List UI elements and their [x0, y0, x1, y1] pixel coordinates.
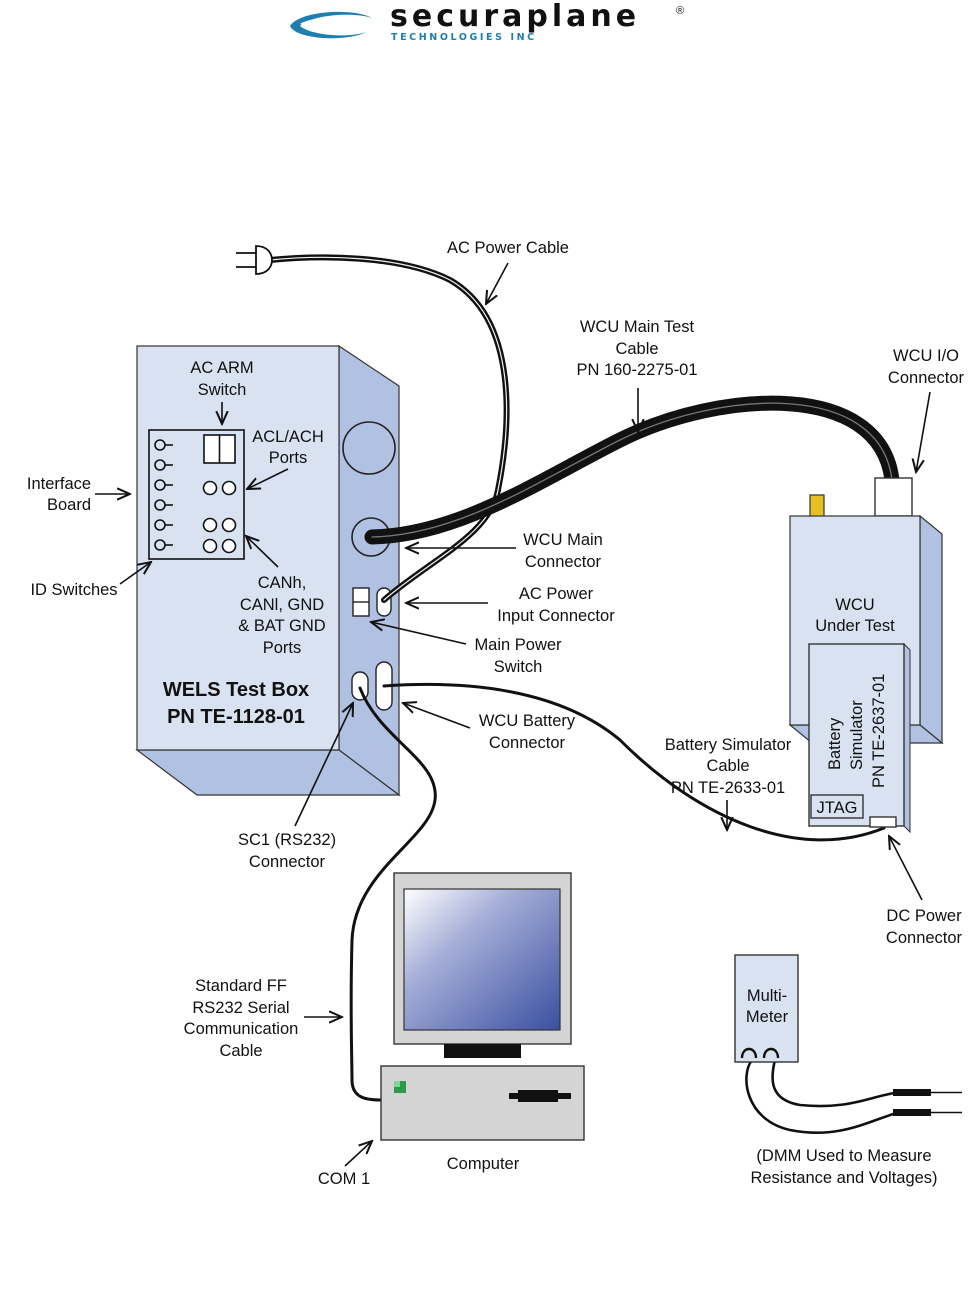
label-can-ports-4: Ports: [263, 639, 302, 657]
label-id-switches: ID Switches: [30, 581, 117, 599]
pc-case-icon: [380, 1065, 585, 1141]
label-ac-power-cable: AC Power Cable: [447, 239, 569, 257]
label-wcu-battery-connector-1: WCU Battery: [479, 712, 576, 730]
probe-jack-icon: [740, 1047, 758, 1059]
test-box-part-number: PN TE-1128-01: [167, 706, 305, 728]
label-sc1-connector-1: SC1 (RS232): [238, 831, 336, 849]
securaplane-logo: securaplane ® TECHNOLOGIES INC: [290, 0, 684, 43]
test-probe-icon: [893, 1089, 962, 1116]
label-can-ports-1: CANh,: [258, 574, 307, 592]
multimeter-label-2: Meter: [746, 1008, 789, 1026]
knob-icon: [342, 421, 396, 475]
multimeter: Multi- Meter: [734, 954, 962, 1116]
interface-board: [148, 429, 245, 560]
label-interface-board-1: Interface: [27, 475, 91, 493]
label-dc-power-connector-1: DC Power: [886, 907, 962, 925]
label-serial-cable-3: Communication: [184, 1020, 299, 1038]
jtag-port: [810, 794, 864, 819]
label-wcu-main-test-cable-2: Cable: [615, 340, 658, 358]
label-computer: Computer: [447, 1155, 520, 1173]
battery-simulator: Battery Simulator PN TE-2637-01 JTAG: [808, 642, 911, 834]
label-acl-ach-ports-1: ACL/ACH: [252, 428, 324, 446]
label-serial-cable-1: Standard FF: [195, 977, 287, 995]
computer: [380, 872, 585, 1141]
ac-arm-switch-icon: [203, 434, 236, 464]
label-ac-power-input-1: AC Power: [519, 585, 594, 603]
acl-ach-ports-icon: [202, 480, 237, 496]
callout-labels: AC Power Cable WCU Main Test Cable PN 16…: [27, 239, 965, 1188]
can-ports-icon: [202, 517, 237, 554]
label-acl-ach-ports-2: Ports: [269, 449, 308, 467]
arrow-main-power-switch: [371, 622, 467, 645]
label-dmm-note-1: (DMM Used to Measure: [756, 1147, 931, 1165]
label-serial-cable-2: RS232 Serial: [192, 999, 289, 1017]
logo-subtitle: TECHNOLOGIES INC: [391, 32, 537, 43]
arrow-sc1-connector: [294, 703, 353, 827]
logo-wordmark: securaplane: [390, 0, 640, 34]
label-main-power-switch-2: Switch: [494, 658, 543, 676]
label-ac-arm-switch-1: AC ARM: [190, 359, 253, 377]
wcu-label-2: Under Test: [815, 617, 895, 635]
ac-power-cable-highlight: [269, 256, 508, 601]
callout-arrows: [95, 262, 931, 1167]
wcu-io-connector-plug: [874, 477, 913, 517]
label-dc-power-connector-2: Connector: [886, 929, 963, 947]
arrow-can-ports: [246, 536, 279, 568]
label-wcu-battery-connector-2: Connector: [489, 734, 566, 752]
monitor-icon: [393, 872, 572, 1058]
serial-cable: [349, 686, 437, 1102]
dc-power-connector-socket: [869, 816, 897, 828]
logo-registered-mark: ®: [676, 5, 684, 17]
dmm-lead-1: [745, 1058, 902, 1135]
logo-swoosh-icon: [290, 11, 372, 39]
battery-sim-label-2: Simulator: [848, 700, 866, 770]
battery-sim-label-3: PN TE-2637-01: [870, 674, 888, 788]
label-can-ports-3: & BAT GND: [238, 617, 325, 635]
label-wcu-main-connector-1: WCU Main: [523, 531, 603, 549]
arrow-id-switches: [119, 562, 151, 585]
label-wcu-main-test-cable-3: PN 160-2275-01: [576, 361, 697, 379]
label-main-power-switch-1: Main Power: [474, 636, 562, 654]
label-can-ports-2: CANl, GND: [240, 596, 324, 614]
label-battery-sim-cable-3: PN TE-2633-01: [671, 779, 785, 797]
battery-sim-label-1: Battery: [826, 717, 844, 770]
label-wcu-io-connector-2: Connector: [888, 369, 965, 387]
label-com1: COM 1: [318, 1170, 370, 1188]
label-dmm-note-2: Resistance and Voltages): [750, 1169, 937, 1187]
jtag-label: JTAG: [817, 799, 858, 817]
wcu-main-test-cable-highlight: [371, 402, 893, 538]
label-battery-sim-cable-2: Cable: [706, 757, 749, 775]
label-ac-arm-switch-2: Switch: [198, 381, 247, 399]
arrow-acl-ach-ports: [247, 468, 289, 489]
arrow-dc-power-connector: [889, 836, 923, 901]
test-box-title: WELS Test Box: [163, 679, 309, 701]
ac-plug-icon: [236, 245, 273, 275]
battery-simulator-cable: [382, 682, 886, 842]
test-box-side-face: [338, 344, 400, 797]
label-serial-cable-4: Cable: [219, 1042, 262, 1060]
label-battery-sim-cable-1: Battery Simulator: [665, 736, 792, 754]
label-ac-power-input-2: Input Connector: [497, 607, 615, 625]
sc1-connector-socket: [351, 671, 369, 701]
id-switches-icon: [154, 439, 173, 551]
multimeter-label-1: Multi-: [747, 987, 787, 1005]
monitor-stand: [444, 1044, 521, 1058]
label-sc1-connector-2: Connector: [249, 853, 326, 871]
cables: [267, 254, 902, 1135]
label-interface-board-2: Board: [47, 496, 91, 514]
dmm-lead-2: [771, 1058, 902, 1108]
antenna-icon: [809, 494, 825, 518]
label-wcu-io-connector-1: WCU I/O: [893, 347, 959, 365]
arrow-com1: [344, 1141, 372, 1167]
arrow-ac-power-cable: [486, 262, 509, 304]
arrow-wcu-battery-connector: [403, 703, 471, 729]
probe-jack-icon: [762, 1047, 780, 1059]
arrow-wcu-io-connector: [916, 391, 931, 472]
wcu-label-1: WCU: [835, 596, 874, 614]
wels-test-box: WELS Test Box PN TE-1128-01: [135, 344, 401, 797]
label-wcu-main-test-cable-1: WCU Main Test: [580, 318, 695, 336]
label-wcu-main-connector-2: Connector: [525, 553, 602, 571]
